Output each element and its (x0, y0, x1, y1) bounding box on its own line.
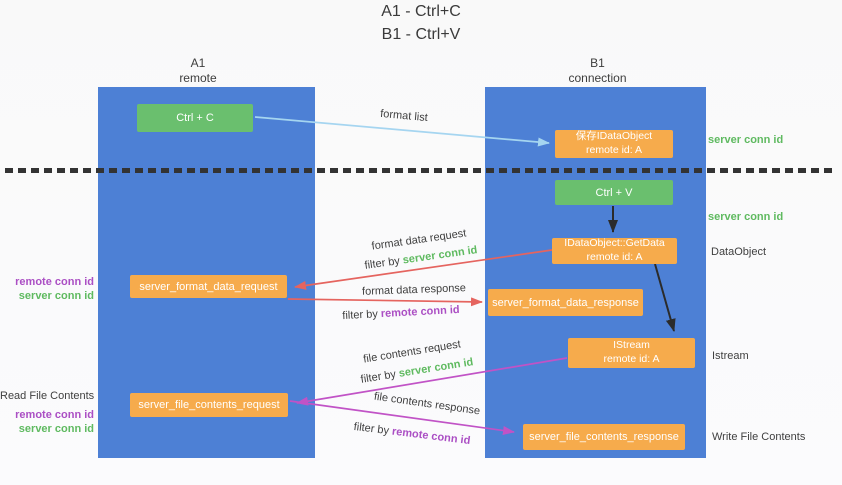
node-server-file-contents-request-label: server_file_contents_request (138, 399, 280, 411)
label-write-file-contents: Write File Contents (712, 431, 806, 443)
column-a-role: remote (179, 71, 217, 85)
node-server-file-contents-request: server_file_contents_request (130, 393, 288, 417)
node-server-file-contents-response-label: server_file_contents_response (529, 431, 679, 443)
label-dataobject: DataObject (711, 246, 767, 258)
label-remote-conn-id-upper: remote conn id (15, 276, 94, 288)
node-server-file-contents-response: server_file_contents_response (523, 424, 685, 450)
server-conn-id-text: server conn id (397, 356, 475, 380)
node-istream: IStream remote id: A (568, 338, 695, 368)
label-conn-ids-upper-left: remote conn id server conn id (0, 276, 94, 303)
copy-paste-divider-line (5, 168, 837, 173)
node-save-idataobject: 保存IDataObject remote id: A (555, 130, 673, 158)
filter-by-text: filter by (359, 367, 400, 386)
label-server-conn-id-mid: server conn id (708, 211, 784, 223)
filter-by-text: filter by (342, 308, 382, 323)
node-server-format-data-request: server_format_data_request (130, 275, 287, 298)
remote-conn-id-text: remote conn id (391, 425, 471, 448)
label-istream: Istream (712, 350, 749, 362)
node-save-idataobject-line1: 保存IDataObject (575, 130, 653, 143)
column-b-role: connection (568, 71, 627, 85)
format-data-response-arrow (287, 297, 483, 307)
arrow-label-file-contents-response: file contents response (373, 390, 481, 418)
node-ctrl-v-label: Ctrl + V (595, 186, 633, 199)
remote-conn-id-text: remote conn id (380, 303, 460, 321)
column-b-header: B1 connection (485, 56, 710, 86)
node-idataobject-getdata: IDataObject::GetData remote id: A (552, 237, 677, 264)
label-server-conn-id-lower: server conn id (18, 422, 94, 435)
label-remote-conn-id-lower: remote conn id (15, 409, 94, 421)
label-read-file-contents: Read File Contents (0, 390, 95, 402)
arrow-label-format-data-response: format data response (361, 282, 467, 298)
column-a-header: A1 remote (98, 56, 298, 86)
label-conn-ids-lower-left: remote conn id server conn id (0, 409, 94, 436)
server-conn-id-text: server conn id (401, 244, 479, 267)
node-server-format-data-response-label: server_format_data_response (492, 296, 639, 309)
node-idataobject-getdata-line2: remote id: A (586, 251, 643, 263)
diagram-title: A1 - Ctrl+C B1 - Ctrl+V (0, 0, 842, 46)
filter-by-text: filter by (363, 254, 404, 272)
arrow-label-format-list: format list (379, 107, 429, 125)
title-line-2: B1 - Ctrl+V (381, 26, 461, 44)
node-ctrl-v: Ctrl + V (555, 180, 673, 205)
column-b-id: B1 (590, 56, 605, 70)
filter-by-text: filter by (353, 420, 393, 438)
node-save-idataobject-line2: remote id: A (585, 144, 643, 156)
node-istream-line1: IStream (613, 339, 650, 352)
node-ctrl-c-label: Ctrl + C (176, 112, 214, 124)
node-istream-line2: remote id: A (603, 353, 660, 365)
node-idataobject-getdata-line1: IDataObject::GetData (564, 237, 665, 250)
arrow-label-file-contents-response-filter: filter by remote conn id (353, 421, 471, 447)
column-a-id: A1 (190, 56, 206, 70)
node-server-format-data-request-label: server_format_data_request (139, 280, 278, 293)
arrow-label-format-data-response-filter: filter by remote conn id (342, 304, 460, 322)
label-server-conn-id-top: server conn id (708, 134, 784, 146)
label-server-conn-id-upper: server conn id (18, 289, 94, 302)
title-line-1: A1 - Ctrl+C (381, 3, 461, 20)
node-ctrl-c: Ctrl + C (137, 104, 253, 132)
node-server-format-data-response: server_format_data_response (488, 289, 643, 316)
